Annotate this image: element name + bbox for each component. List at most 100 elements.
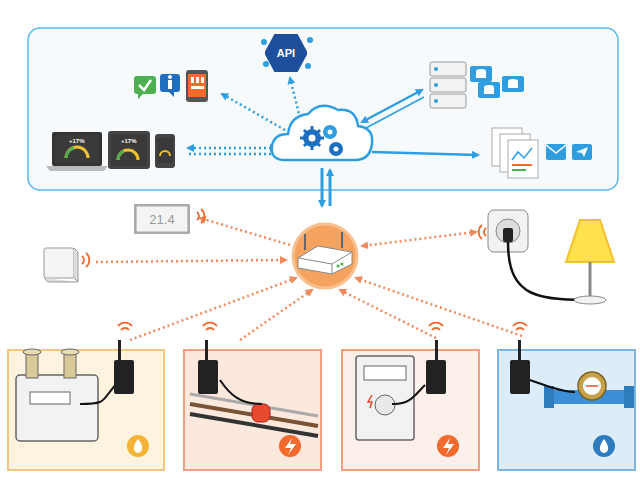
server-stack-part-part	[434, 67, 438, 71]
gas-meter-part	[127, 435, 149, 457]
current-clamp	[190, 340, 318, 457]
thermostat-display-shape	[135, 205, 189, 233]
api-dots-part	[261, 39, 267, 45]
wifi-waves-part	[513, 323, 527, 330]
server-stack-part	[434, 67, 438, 103]
wifi-waves-part	[82, 253, 89, 267]
report-documents-part	[546, 145, 566, 153]
smart-plug-lamp-part	[503, 228, 513, 242]
cloud-links-part	[290, 78, 300, 118]
report-documents-part	[512, 148, 532, 160]
water-meter-part	[583, 377, 601, 395]
water-meter-part	[624, 386, 634, 408]
wifi-waves-part	[479, 225, 486, 239]
electricity-meter-part	[356, 356, 414, 440]
radio-links	[96, 218, 522, 340]
current-clamp-part	[190, 404, 318, 426]
radio-links-part	[340, 290, 436, 338]
wifi-waves-part	[118, 323, 132, 330]
electricity-meter-part	[437, 435, 459, 457]
notification-icons-part	[160, 74, 180, 92]
radio-links-part	[240, 290, 312, 340]
client-devices-part	[111, 134, 147, 166]
water-meter	[510, 340, 634, 457]
smart-plug-lamp-part	[589, 262, 592, 296]
client-devices-part	[46, 166, 108, 171]
wifi-waves-part	[197, 209, 204, 223]
server-stack-part	[476, 69, 518, 94]
gas-meter-part	[134, 439, 142, 453]
cloud-icon-part	[272, 106, 372, 160]
cloud-links-part	[188, 147, 276, 150]
report-documents	[492, 128, 592, 178]
cloud-icon-part	[309, 135, 316, 142]
water-meter-part	[530, 380, 575, 392]
cloud-icon-part-part	[300, 126, 324, 150]
notification-icons-part-part	[191, 77, 194, 83]
cloud-icon-part	[323, 125, 337, 139]
gateway-router-part	[341, 263, 344, 266]
cloud-links-part	[372, 152, 478, 155]
gateway-router-part	[337, 265, 340, 268]
cloud-icon-part	[329, 142, 343, 156]
api-hexagon-shape	[266, 35, 306, 71]
wall-sensor-part	[44, 248, 78, 282]
server-stack-part-part	[434, 83, 438, 87]
radio-links-part	[356, 278, 522, 336]
water-meter-part	[586, 385, 598, 387]
gateway-router-part	[298, 252, 352, 274]
server-stack-part-part	[484, 88, 494, 94]
gas-meter-part	[61, 349, 79, 355]
water-meter-part	[518, 340, 521, 360]
water-meter-part	[593, 435, 615, 457]
radio-links-part	[96, 260, 286, 262]
server-stack-part	[430, 62, 466, 76]
smart-plug-lamp-part	[496, 219, 520, 243]
server-stack-part	[478, 82, 500, 98]
smart-plug-lamp-part	[566, 220, 614, 262]
report-documents-part	[512, 169, 526, 171]
report-documents-part	[576, 147, 588, 157]
notification-icons-part	[134, 76, 156, 94]
wifi-waves-part	[203, 323, 217, 330]
cloud-panel	[28, 28, 618, 190]
notification-icons-part	[186, 70, 208, 102]
meter-panel	[342, 350, 479, 470]
gas-meter	[16, 340, 149, 457]
radio-links-part	[200, 218, 290, 245]
client-devices-part	[155, 134, 175, 168]
server-stack-part-part	[508, 82, 518, 88]
server-stack-part	[430, 78, 466, 92]
water-meter-part	[510, 360, 530, 394]
smart-plug-lamp-part	[574, 296, 606, 304]
report-documents-part	[512, 164, 532, 166]
wall-sensor	[44, 248, 78, 282]
server-stack-part	[470, 66, 492, 82]
api-hexagon: API	[265, 34, 307, 72]
notification-icons-part	[168, 75, 172, 79]
client-devices-part	[52, 132, 102, 166]
electricity-meter-part	[392, 385, 425, 404]
report-documents-part	[546, 144, 566, 160]
current-clamp-part	[279, 435, 301, 457]
cloud-icon-part	[309, 135, 316, 142]
notification-icons-part	[138, 94, 143, 99]
report-documents-part	[572, 144, 592, 160]
thermostat-display: 21.4	[134, 204, 190, 234]
notification-icons-part	[188, 74, 206, 97]
api-dots-part	[307, 37, 313, 43]
cloud-links	[188, 78, 478, 206]
electricity-meter-part	[368, 395, 372, 408]
electricity-meter-part	[364, 366, 406, 380]
cloud-icon-part	[334, 147, 339, 152]
electricity-meter-part	[443, 438, 454, 455]
server-stack-part	[502, 76, 524, 92]
electricity-meter-part	[426, 360, 446, 394]
cloud-icon-part	[300, 126, 324, 150]
water-meter-part	[544, 386, 554, 408]
smart-plug-lamp	[488, 210, 614, 304]
water-meter-part	[578, 372, 606, 400]
gateway-router-part	[293, 224, 357, 288]
